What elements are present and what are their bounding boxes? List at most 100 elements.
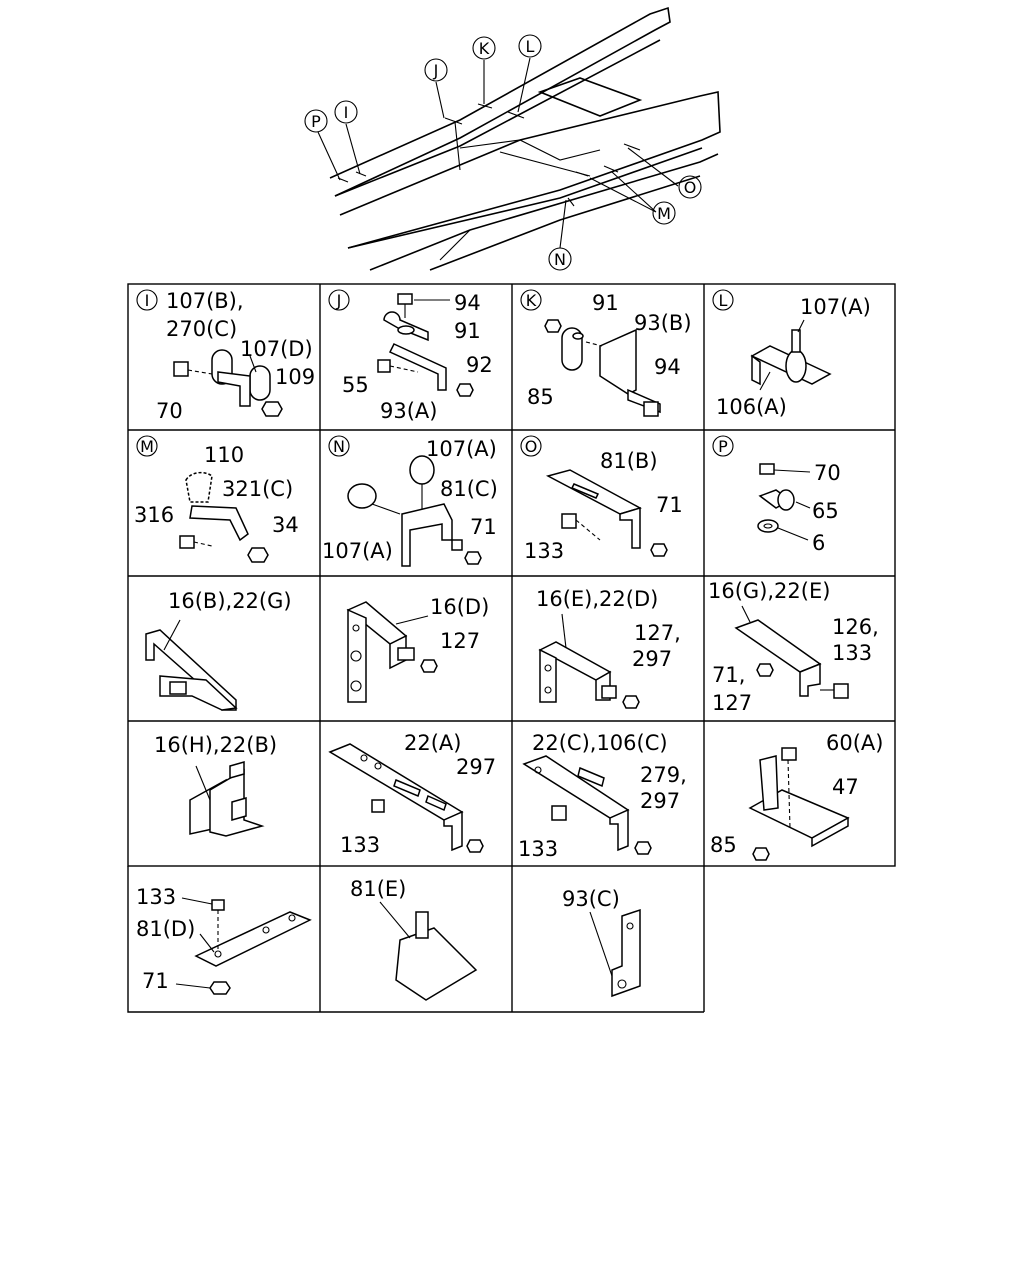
clip-p: [757, 463, 811, 541]
callout-j: J: [424, 58, 448, 82]
svg-text:297: 297: [632, 647, 672, 671]
svg-text:I: I: [344, 103, 349, 122]
cell-16e-22d: 16(E),22(D) 127, 297: [536, 587, 681, 709]
svg-text:O: O: [684, 178, 697, 197]
svg-text:133: 133: [518, 837, 558, 861]
cell-n: N 107(A) 81(C) 71 107(A): [322, 435, 498, 567]
callout-l: L: [518, 34, 542, 58]
svg-text:L: L: [526, 37, 535, 56]
svg-text:93(B): 93(B): [634, 311, 692, 335]
cell-k: K 91 93(B) 94 85: [520, 289, 692, 417]
svg-text:22(A): 22(A): [404, 731, 461, 755]
svg-text:O: O: [525, 437, 538, 456]
bracket-l: [750, 319, 832, 391]
svg-text:L: L: [719, 291, 728, 310]
svg-text:J: J: [336, 291, 342, 310]
cell-60a-47: 60(A) 47 85: [710, 731, 883, 861]
svg-text:60(A): 60(A): [826, 731, 883, 755]
cell-j: J 94 91 92 55 93(A): [328, 289, 493, 423]
svg-text:127: 127: [440, 629, 480, 653]
svg-text:65: 65: [812, 499, 839, 523]
cell-m: M 110 321(C) 316 34: [134, 435, 299, 563]
cell-22a: 22(A) 297 133: [328, 731, 496, 857]
svg-text:N: N: [554, 250, 566, 269]
svg-text:81(B): 81(B): [600, 449, 658, 473]
svg-text:94: 94: [654, 355, 681, 379]
svg-text:K: K: [526, 291, 537, 310]
svg-text:107(A): 107(A): [426, 437, 497, 461]
cell-133-81d: 133 81(D) 71: [136, 885, 312, 995]
svg-text:M: M: [657, 204, 671, 223]
svg-text:133: 133: [136, 885, 176, 909]
callout-m: M: [652, 201, 676, 225]
svg-text:71: 71: [142, 969, 169, 993]
svg-text:16(H),22(B): 16(H),22(B): [154, 733, 277, 757]
svg-text:91: 91: [592, 291, 619, 315]
overview-callouts: J K L P I O M N: [304, 34, 702, 271]
svg-text:16(G),22(E): 16(G),22(E): [708, 579, 830, 603]
svg-text:71: 71: [470, 515, 497, 539]
svg-text:85: 85: [527, 385, 554, 409]
svg-text:93(C): 93(C): [562, 887, 620, 911]
svg-text:81(C): 81(C): [440, 477, 498, 501]
svg-text:P: P: [311, 112, 321, 131]
bracket-o: [545, 469, 668, 557]
svg-text:M: M: [140, 437, 154, 456]
svg-text:P: P: [718, 437, 728, 456]
svg-text:316: 316: [134, 503, 174, 527]
svg-text:133: 133: [340, 833, 380, 857]
frame-overview: [317, 6, 721, 271]
svg-text:107(B),: 107(B),: [166, 289, 244, 313]
cell-o: O 81(B) 71 133: [520, 435, 683, 563]
svg-text:107(A): 107(A): [322, 539, 393, 563]
svg-text:297: 297: [456, 755, 496, 779]
svg-text:81(D): 81(D): [136, 917, 195, 941]
callout-n: N: [548, 247, 572, 271]
cell-22c-106c: 22(C),106(C) 279, 297 133: [518, 731, 687, 861]
cell-93c: 93(C): [562, 887, 641, 998]
svg-text:297: 297: [640, 789, 680, 813]
cell-16g-22e: 16(G),22(E) 126, 133 71, 127: [708, 579, 879, 715]
cell-i: I 107(B), 270(C) 107(D) 109 70: [136, 289, 315, 423]
cell-l: L 107(A) 106(A): [712, 289, 871, 419]
bracket-j: [377, 293, 474, 397]
svg-text:92: 92: [466, 353, 493, 377]
svg-text:127: 127: [712, 691, 752, 715]
cell-81e: 81(E): [350, 877, 478, 1001]
svg-text:133: 133: [832, 641, 872, 665]
bracket-n: [347, 455, 482, 567]
svg-text:71,: 71,: [712, 663, 745, 687]
callout-o: O: [678, 175, 702, 199]
svg-text:81(E): 81(E): [350, 877, 406, 901]
svg-text:107(A): 107(A): [800, 295, 871, 319]
clamp-m: [179, 471, 269, 563]
svg-text:109: 109: [275, 365, 315, 389]
svg-text:321(C): 321(C): [222, 477, 293, 501]
callout-k: K: [472, 36, 496, 60]
svg-text:133: 133: [524, 539, 564, 563]
svg-text:55: 55: [342, 373, 369, 397]
cell-16d: 16(D) 127: [346, 595, 489, 703]
svg-text:70: 70: [814, 461, 841, 485]
svg-text:34: 34: [272, 513, 299, 537]
svg-text:16(E),22(D): 16(E),22(D): [536, 587, 658, 611]
bracket-k: [544, 319, 661, 417]
svg-text:110: 110: [204, 443, 244, 467]
svg-text:279,: 279,: [640, 763, 687, 787]
svg-text:J: J: [433, 61, 439, 80]
cell-p: P 70 65 6: [712, 435, 841, 555]
svg-text:93(A): 93(A): [380, 399, 437, 423]
svg-text:47: 47: [832, 775, 859, 799]
svg-text:22(C),106(C): 22(C),106(C): [532, 731, 668, 755]
svg-text:6: 6: [812, 531, 825, 555]
svg-text:106(A): 106(A): [716, 395, 787, 419]
svg-text:94: 94: [454, 291, 481, 315]
clip-part: [173, 349, 283, 417]
svg-text:70: 70: [156, 399, 183, 423]
svg-text:85: 85: [710, 833, 737, 857]
svg-text:107(D): 107(D): [240, 337, 313, 361]
svg-text:16(D): 16(D): [430, 595, 489, 619]
svg-text:16(B),22(G): 16(B),22(G): [168, 589, 292, 613]
detail-grid: [127, 283, 896, 1013]
